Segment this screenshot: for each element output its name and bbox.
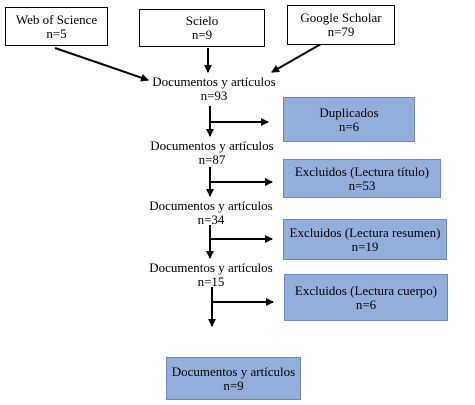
exclusion-label: Excluidos (Lectura resumen) <box>289 224 441 240</box>
source-box-scielo: Scielo n=9 <box>139 9 265 47</box>
source-name: Scielo <box>185 13 219 28</box>
source-box-google-scholar: Google Scholar n=79 <box>287 5 395 45</box>
exclusion-count: n=19 <box>351 238 379 254</box>
stage-label-2: Documentos y artículos n=87 <box>148 139 276 167</box>
exclusion-label: Excluidos (Lectura cuerpo) <box>294 282 438 298</box>
exclusion-box-lectura-titulo: Excluidos (Lectura título) n=53 <box>283 159 441 198</box>
source-count: n=5 <box>46 25 67 41</box>
stage-label-3: Documentos y artículos n=34 <box>147 199 275 227</box>
stage-count: n=15 <box>197 274 225 289</box>
stage-count: n=34 <box>197 212 225 227</box>
exclusion-label: Duplicados <box>319 104 379 120</box>
exclusion-count: n=6 <box>338 118 360 134</box>
exclusion-box-lectura-resumen: Excluidos (Lectura resumen) n=19 <box>283 219 447 260</box>
exclusion-box-lectura-cuerpo: Excluidos (Lectura cuerpo) n=6 <box>284 274 448 321</box>
stage-label-4: Documentos y artículos n=15 <box>147 261 275 289</box>
stage-text: Documentos y artículos <box>149 260 273 275</box>
source-name: Web of Science <box>15 11 98 27</box>
exclusion-box-duplicados: Duplicados n=6 <box>283 97 415 142</box>
result-label: Documentos y artículos <box>171 363 296 379</box>
source-box-web-of-science: Web of Science n=5 <box>5 7 108 46</box>
result-box: Documentos y artículos n=9 <box>166 357 301 400</box>
source-name: Google Scholar <box>300 10 382 25</box>
source-count: n=79 <box>327 24 355 39</box>
stage-text: Documentos y artículos <box>150 138 274 153</box>
stage-count: n=87 <box>198 152 226 167</box>
result-count: n=9 <box>223 377 244 393</box>
exclusion-label: Excluidos (Lectura título) <box>294 163 430 179</box>
arrow-wos-to-stage1 <box>54 47 149 82</box>
source-count: n=9 <box>191 27 213 42</box>
stage-text: Documentos y artículos <box>152 74 276 89</box>
stage-count: n=93 <box>200 88 228 103</box>
stage-text: Documentos y artículos <box>149 198 273 213</box>
exclusion-count: n=53 <box>348 177 376 193</box>
exclusion-count: n=6 <box>355 296 377 312</box>
stage-label-1: Documentos y artículos n=93 <box>150 75 278 103</box>
